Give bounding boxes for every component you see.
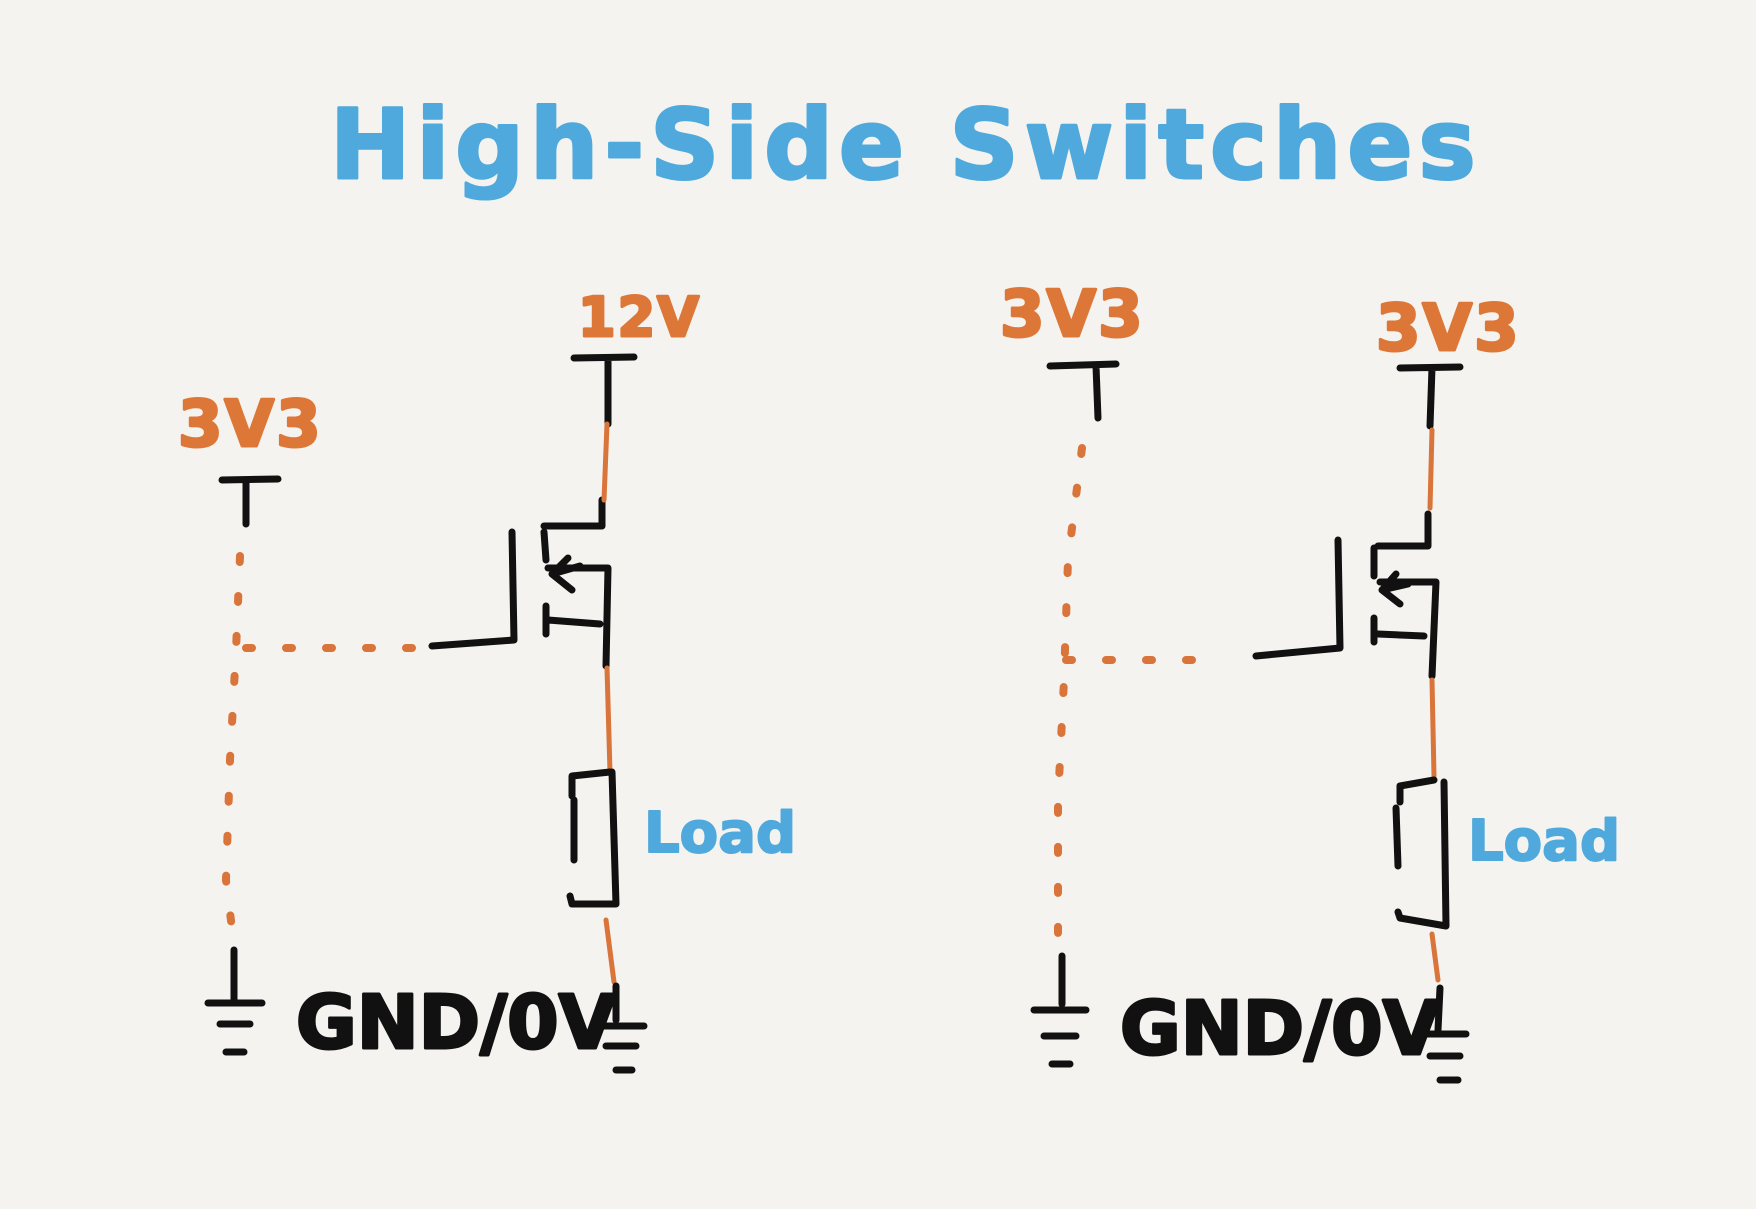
right-gate-ground-symbol (1030, 952, 1090, 1068)
left-load-supply-label: 12V (578, 286, 701, 349)
left-mosfet-symbol (540, 496, 612, 670)
left-source-to-load-wire (604, 665, 613, 775)
right-gate-supply-rail-symbol (1046, 360, 1120, 422)
right-ground-label: GND/0V (1120, 986, 1440, 1072)
left-load-symbol (566, 768, 620, 908)
right-load-supply-rail-symbol (1396, 363, 1464, 430)
left-circuit: 3V3 12V Load GND/0V (177, 285, 797, 1074)
right-source-to-load-wire (1429, 677, 1437, 779)
left-load-label: Load (644, 801, 796, 866)
right-mosfet-arrow (1378, 570, 1412, 608)
diagram-title: High-Side Switches (330, 89, 1482, 201)
left-drain-wire (601, 421, 610, 503)
left-mosfet-gate-lead (428, 528, 518, 650)
left-load-to-ground-wire (603, 917, 617, 985)
right-load-to-ground-wire (1429, 931, 1441, 983)
left-load-ground-symbol (594, 982, 648, 1074)
left-mosfet-arrow (548, 554, 584, 594)
right-drain-wire (1427, 427, 1435, 511)
right-mosfet-symbol (1370, 510, 1440, 680)
left-gate-supply-dashed-wire (222, 552, 244, 949)
left-gate-ground-symbol (204, 946, 266, 1056)
right-load-label: Load (1468, 809, 1620, 874)
right-circuit: 3V3 3V3 Load GND/0V (999, 277, 1621, 1084)
right-mosfet-gate-lead (1252, 536, 1344, 660)
left-load-supply-rail-symbol (570, 353, 638, 428)
left-gate-supply-rail-symbol (218, 475, 282, 528)
right-load-symbol (1392, 776, 1450, 930)
right-gate-supply-dashed-wire (1054, 444, 1086, 949)
right-load-supply-label: 3V3 (1376, 292, 1521, 366)
left-ground-label: GND/0V (296, 980, 616, 1066)
right-load-ground-symbol (1416, 984, 1470, 1084)
right-gate-supply-label: 3V3 (1000, 278, 1145, 352)
left-gate-supply-label: 3V3 (178, 388, 323, 462)
